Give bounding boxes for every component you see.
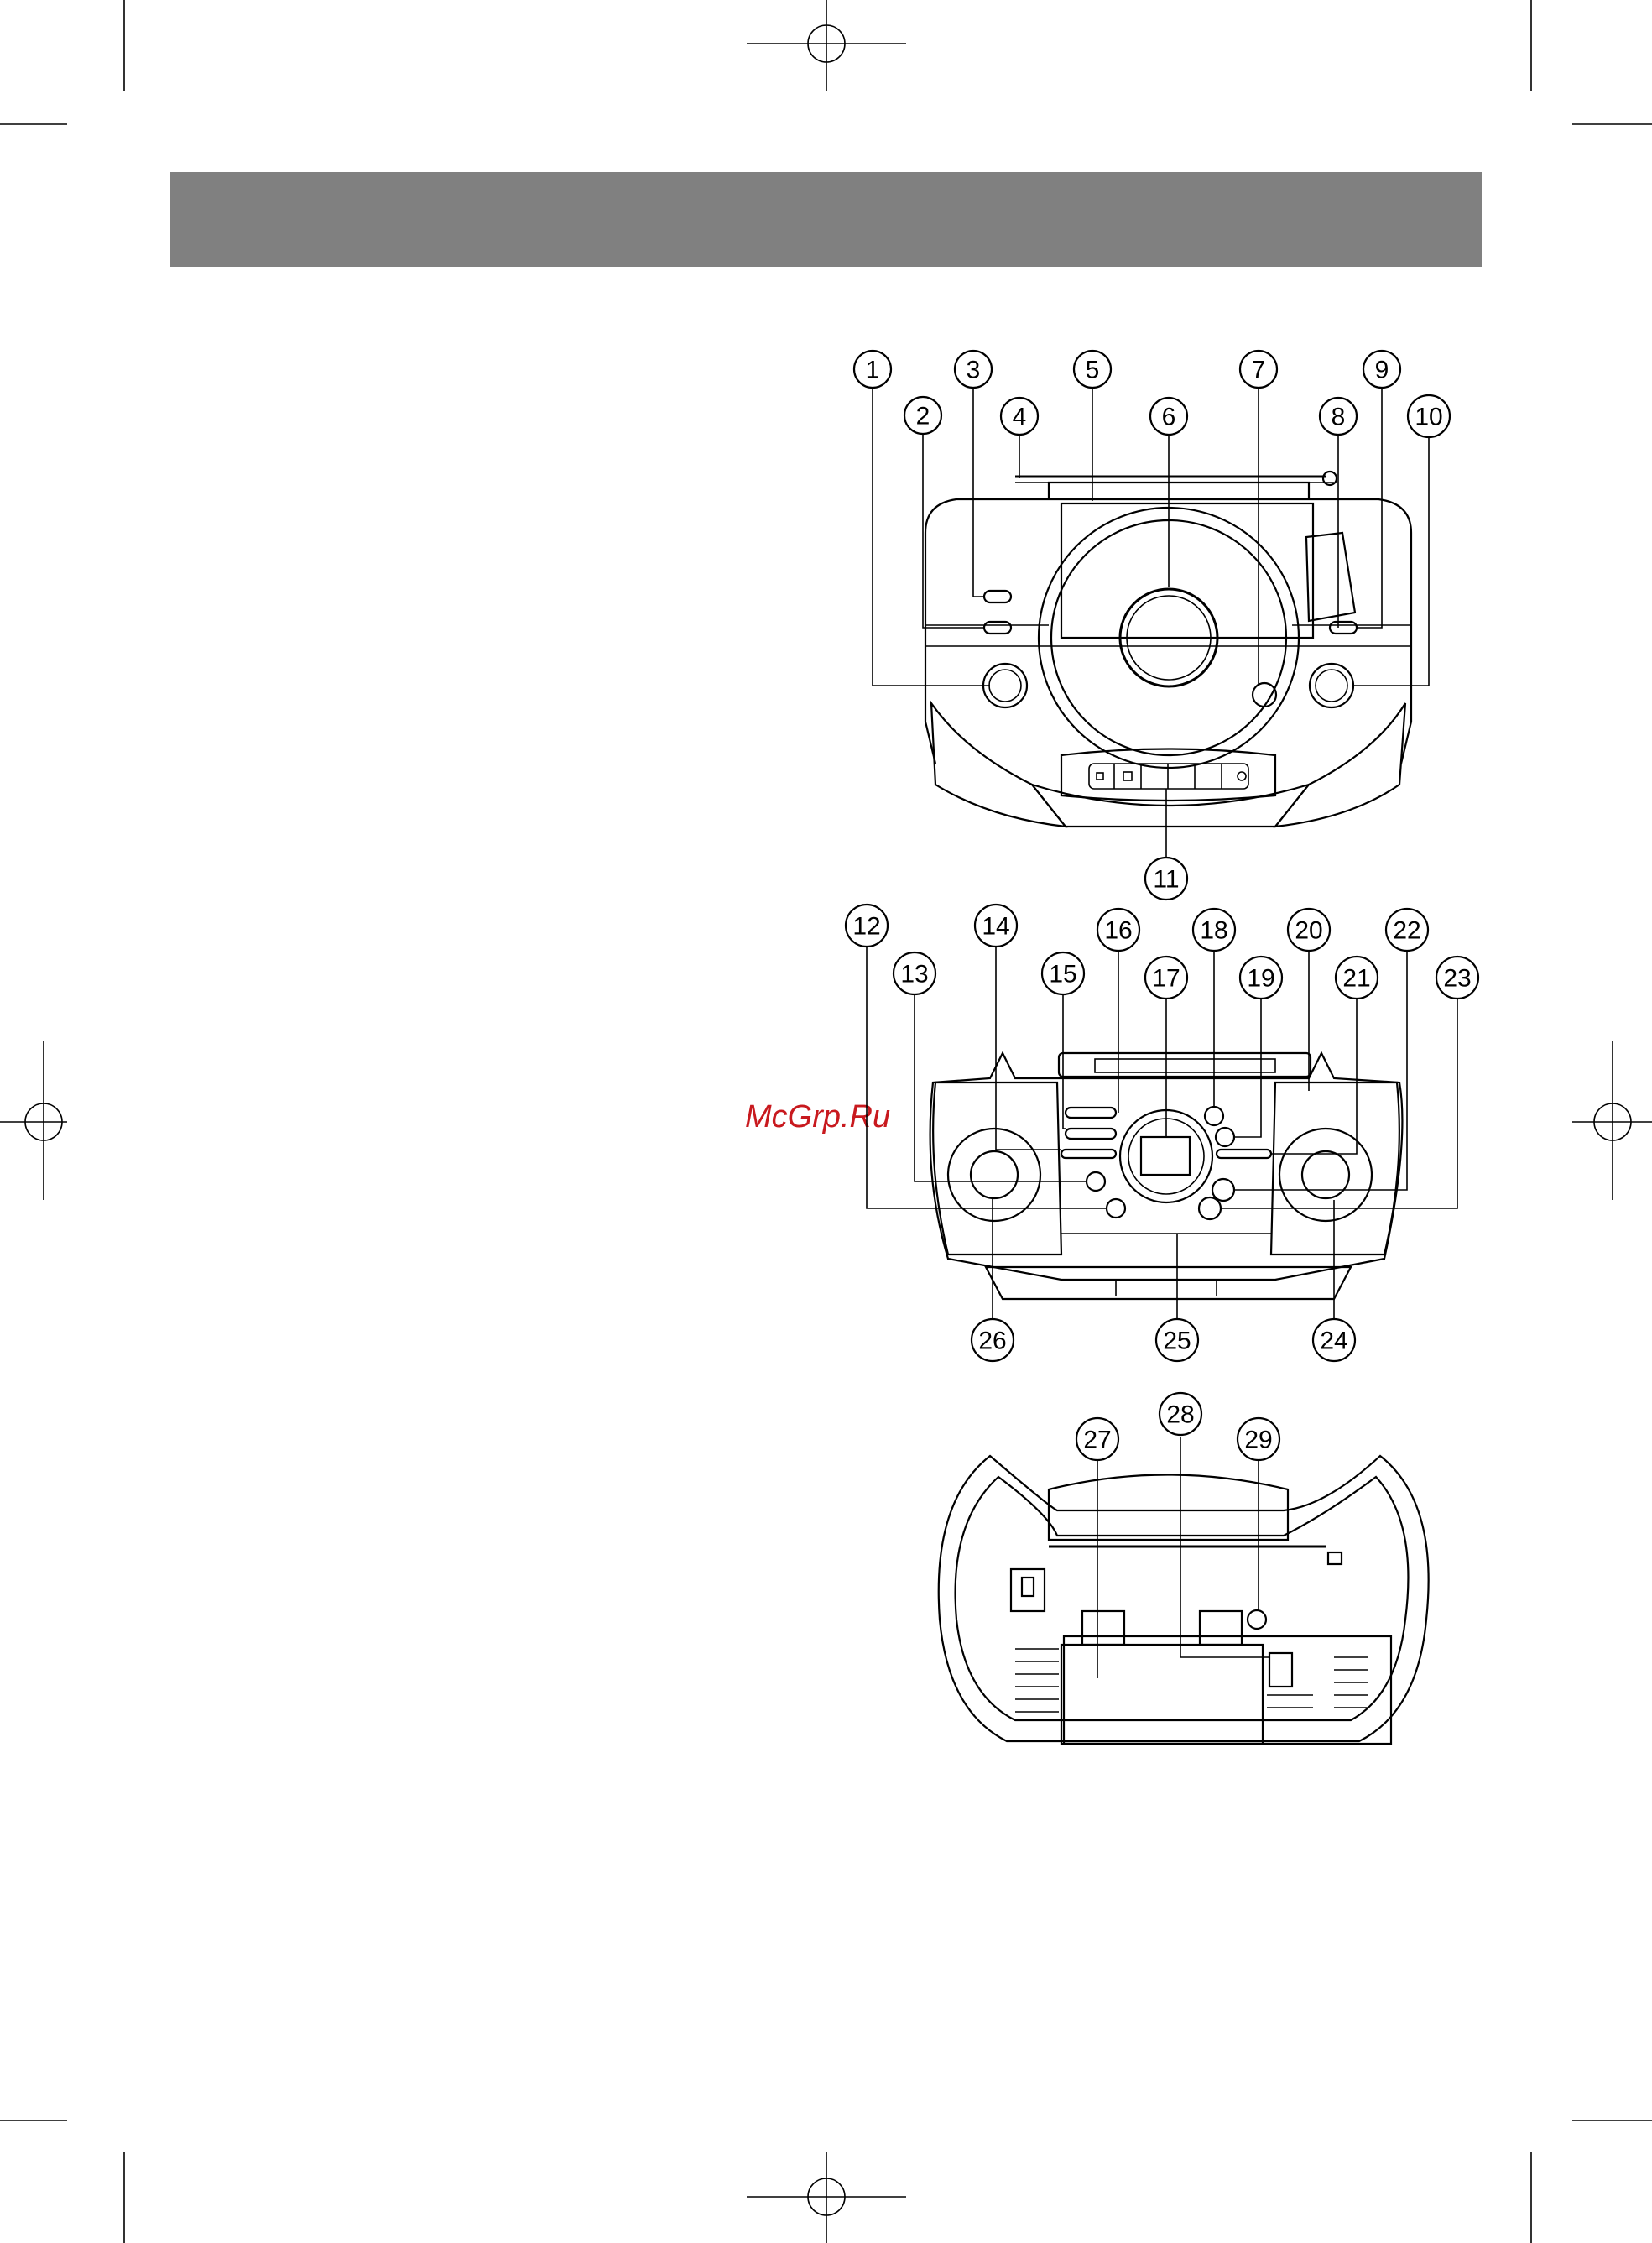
callout-label: 5 <box>1086 357 1100 384</box>
callout-label: 19 <box>1247 965 1274 993</box>
callout-23: 23 <box>1436 957 1478 999</box>
callout-14: 14 <box>975 905 1017 947</box>
callout-label: 8 <box>1332 404 1346 431</box>
callout-28: 28 <box>1160 1393 1201 1435</box>
callout-label: 26 <box>978 1328 1006 1355</box>
callout-label: 14 <box>982 913 1009 941</box>
callout-label: 12 <box>852 913 880 941</box>
callout-22: 22 <box>1386 909 1428 951</box>
callout-20: 20 <box>1288 909 1330 951</box>
callout-21: 21 <box>1336 957 1378 999</box>
callout-label: 16 <box>1104 917 1132 945</box>
callout-label: 17 <box>1152 965 1180 993</box>
callout-26: 26 <box>972 1319 1014 1361</box>
callout-17: 17 <box>1145 957 1187 999</box>
callout-10: 10 <box>1408 395 1450 437</box>
callout-7: 7 <box>1240 351 1277 388</box>
callout-label: 11 <box>1153 866 1179 894</box>
callout-label: 22 <box>1393 917 1420 945</box>
callout-label: 18 <box>1200 917 1227 945</box>
callout-label: 9 <box>1375 357 1389 384</box>
callout-label: 28 <box>1166 1401 1194 1429</box>
callout-label: 23 <box>1443 965 1471 993</box>
callout-label: 15 <box>1049 961 1076 988</box>
callout-15: 15 <box>1042 952 1084 994</box>
callout-13: 13 <box>894 952 935 994</box>
callout-25: 25 <box>1156 1319 1198 1361</box>
callout-19: 19 <box>1240 957 1282 999</box>
vent-grilles <box>1015 1649 1368 1720</box>
callout-8: 8 <box>1320 398 1357 435</box>
callout-label: 24 <box>1320 1328 1347 1355</box>
callout-label: 2 <box>916 403 930 430</box>
callout-16: 16 <box>1097 909 1139 951</box>
callout-12: 12 <box>846 905 888 947</box>
leader-lines <box>867 388 1457 1678</box>
callout-label: 21 <box>1342 965 1370 993</box>
callout-label: 7 <box>1252 357 1266 384</box>
callout-27: 27 <box>1076 1418 1118 1460</box>
front-top-buttons <box>1114 764 1222 789</box>
callout-label: 13 <box>900 961 928 988</box>
callout-11: 11 <box>1145 858 1187 900</box>
callout-label: 29 <box>1244 1427 1272 1454</box>
callout-1: 1 <box>854 351 891 388</box>
rear-view <box>939 1456 1429 1744</box>
callout-29: 29 <box>1238 1418 1279 1460</box>
callout-label: 1 <box>866 357 880 384</box>
callout-2: 2 <box>904 397 941 434</box>
callout-label: 25 <box>1163 1328 1191 1355</box>
callout-label: 27 <box>1083 1427 1111 1454</box>
callout-6: 6 <box>1150 398 1187 435</box>
callout-label: 20 <box>1295 917 1322 945</box>
callout-3: 3 <box>955 351 992 388</box>
callout-4: 4 <box>1001 398 1038 435</box>
callout-label: 6 <box>1162 404 1176 431</box>
callout-18: 18 <box>1193 909 1235 951</box>
callout-label: 4 <box>1013 404 1027 431</box>
callout-9: 9 <box>1363 351 1400 388</box>
callout-label: 3 <box>967 357 981 384</box>
callout-5: 5 <box>1074 351 1111 388</box>
callout-24: 24 <box>1313 1319 1355 1361</box>
callout-label: 10 <box>1415 404 1442 431</box>
